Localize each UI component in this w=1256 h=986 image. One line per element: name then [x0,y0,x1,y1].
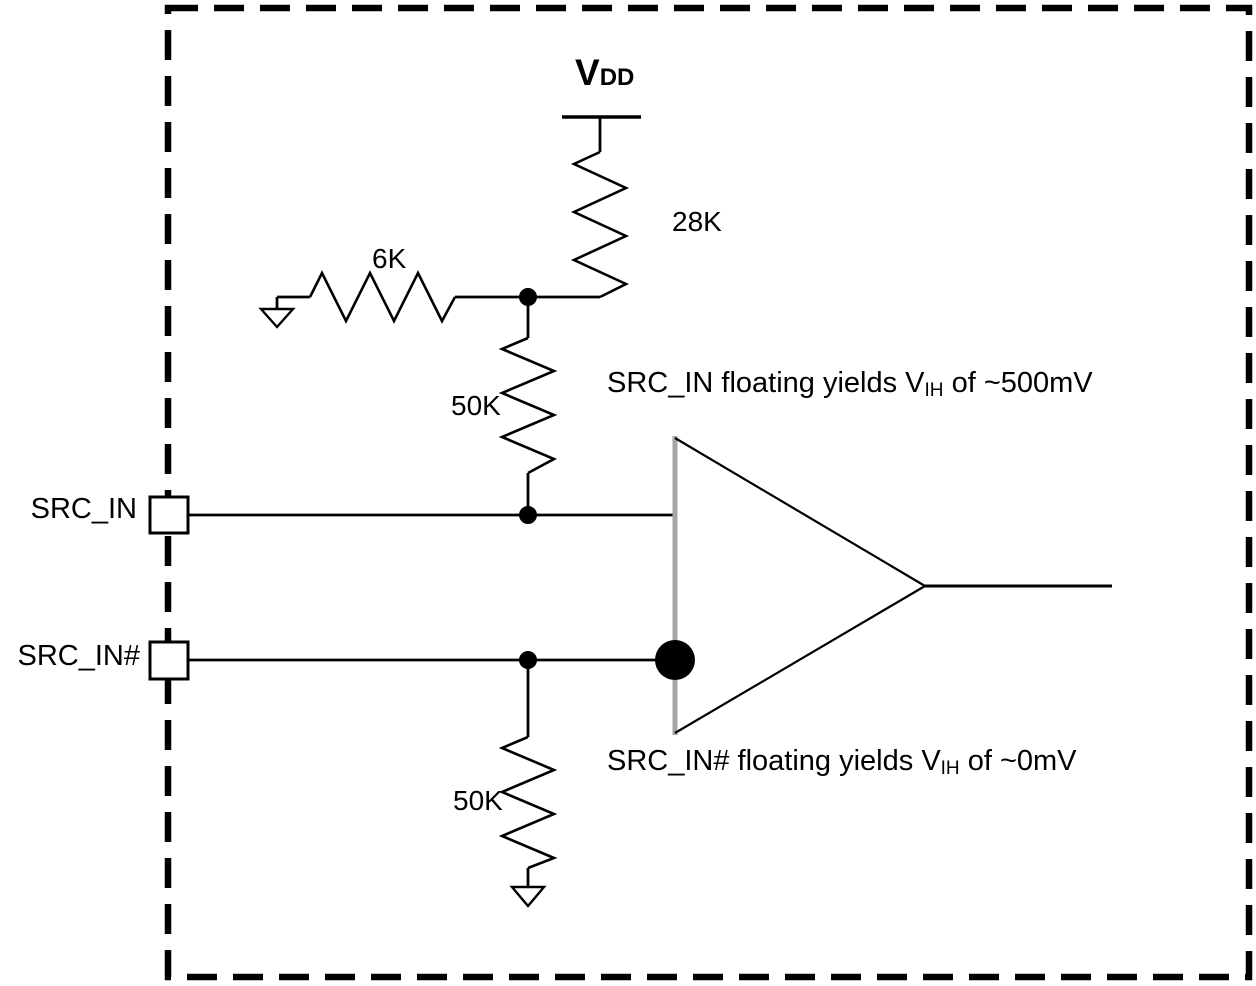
annotation-src-in-floating: SRC_IN floating yields VIH of ~500mV [607,366,1093,408]
annotation-src-in-suffix: of ~500mV [943,367,1093,399]
resistor-50k-bottom-zigzag [498,735,558,870]
junction-dot-bias-node [519,288,537,306]
resistor-50k-top-zigzag [498,336,558,475]
vdd-label: VDD [575,53,634,98]
resistor-50k-bottom-value-label: 50K [453,785,503,816]
junction-dot-src-in-n [519,651,537,669]
src-in-pin-label: SRC_IN [30,493,137,525]
src-in-n-pin-label: SRC_IN# [17,640,141,672]
ground-symbol-bottom-icon [509,885,547,908]
resistor-28k-value-label: 28K [672,206,722,237]
annotation-src-in-n-floating: SRC_IN# floating yields VIH of ~0mV [607,744,1077,786]
vdd-label-main: V [575,52,600,93]
comparator-top-edge [674,437,926,587]
src-in-pin-pad [148,495,190,535]
annotation-src-in-n-suffix: of ~0mV [959,745,1077,777]
annotation-src-in-prefix: SRC_IN floating yields V [607,367,925,399]
chip-boundary-dashed-border [164,4,1253,981]
inverting-input-dot [655,640,695,680]
annotation-src-in-n-prefix: SRC_IN# floating yields V [607,745,941,777]
comparator-body [675,438,925,733]
annotation-src-in-subscript: IH [924,380,944,401]
comparator-bottom-edge [674,585,926,734]
vdd-label-subscript: DD [599,64,635,91]
junction-dot-src-in [519,506,537,524]
resistor-6k-value-label: 6K [372,243,407,274]
annotation-src-in-n-subscript: IH [940,758,960,779]
src-in-n-pin-pad [148,640,190,681]
ground-symbol-left-icon [258,307,296,329]
resistor-28k-zigzag [570,150,630,299]
resistor-50k-top-value-label: 50K [451,390,501,421]
resistor-6k-zigzag [308,270,457,324]
